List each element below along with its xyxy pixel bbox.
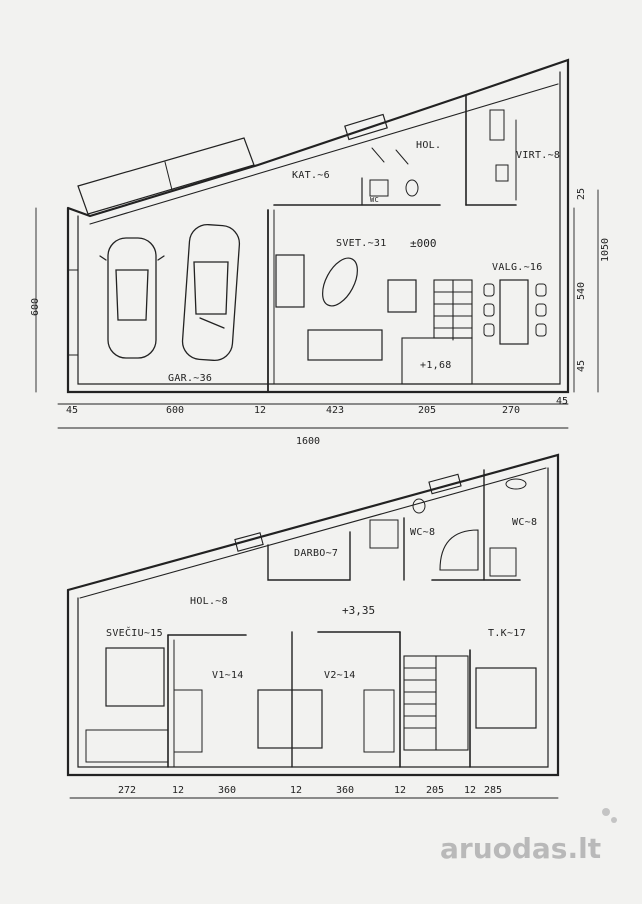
dim-ground-right-3: 45: [576, 360, 587, 372]
ground-floor-plan: [35, 58, 599, 429]
room-kat: KAT.~6: [292, 170, 330, 181]
room-wc-1: WC~8: [410, 527, 435, 538]
stair-level-mark: +1,68: [420, 360, 452, 371]
dim-ground-left: 600: [30, 298, 41, 316]
dim-ground-1: 45: [66, 405, 78, 416]
dim-upper-6: 12: [394, 785, 406, 796]
dim-ground-5: 205: [418, 405, 436, 416]
room-wc-2: WC~8: [512, 517, 537, 528]
room-virt: VIRT.~8: [516, 150, 560, 161]
dim-upper-3: 360: [218, 785, 236, 796]
dim-ground-7: 45: [556, 396, 568, 407]
dim-ground-2: 600: [166, 405, 184, 416]
dim-ground-total: 1600: [296, 436, 320, 447]
ground-outer-wall: [66, 58, 570, 394]
dim-upper-4: 12: [290, 785, 302, 796]
dim-upper-2: 12: [172, 785, 184, 796]
room-hol: HOL.: [416, 140, 441, 151]
car-left: [99, 237, 165, 359]
upper-stairs: [403, 655, 469, 751]
upper-floor-plan: [66, 453, 560, 799]
upper-level-mark: +3,35: [342, 604, 375, 617]
dim-ground-right-1: 25: [576, 188, 587, 200]
dim-upper-1: 272: [118, 785, 136, 796]
ground-window-band: [77, 137, 255, 215]
dim-ground-right-2: 540: [576, 282, 587, 300]
room-gar: GAR.~36: [168, 373, 212, 384]
dim-upper-8: 12: [464, 785, 476, 796]
dim-ground-4: 423: [326, 405, 344, 416]
dim-upper-5: 360: [336, 785, 354, 796]
dim-upper-7: 205: [426, 785, 444, 796]
room-valg: VALG.~16: [492, 262, 543, 273]
dim-upper-9: 285: [484, 785, 502, 796]
car-right: [181, 223, 241, 362]
ground-stairs: [401, 279, 473, 385]
room-svecu: SVEČIU~15: [106, 626, 163, 639]
upper-outer-wall: [66, 453, 560, 777]
watermark: aruodas.lt: [440, 808, 617, 865]
room-svet: SVET.~31: [336, 238, 387, 249]
ground-level-mark: ±000: [410, 237, 437, 250]
dim-ground-right-total: 1050: [600, 238, 611, 262]
room-v1: V1~14: [212, 670, 244, 681]
dim-ground-3: 12: [254, 405, 266, 416]
room-v2: V2~14: [324, 670, 356, 681]
room-darbo: DARBO~7: [294, 548, 338, 559]
room-wc: WC: [370, 196, 379, 204]
room-tk: T.K~17: [488, 628, 526, 639]
watermark-text: aruodas.lt: [440, 832, 601, 865]
dim-ground-6: 270: [502, 405, 520, 416]
room-hol-upper: HOL.~8: [190, 596, 228, 607]
